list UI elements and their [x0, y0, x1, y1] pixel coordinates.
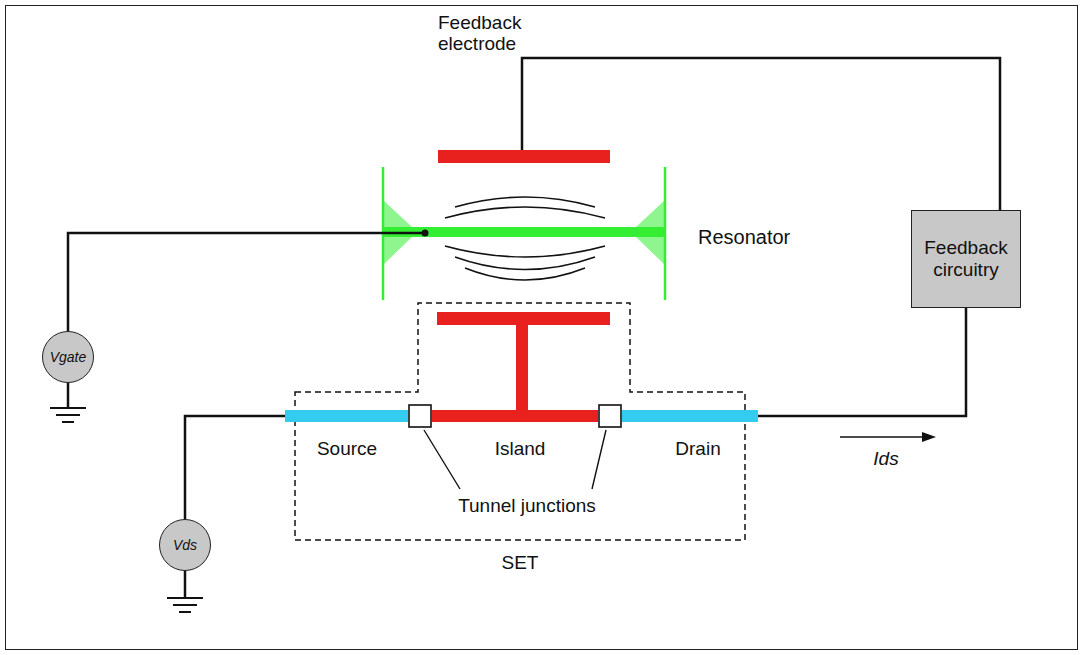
current-arrow — [840, 436, 925, 438]
source-wire — [185, 416, 285, 519]
vibration-lines — [445, 197, 605, 280]
ground-line — [179, 611, 191, 613]
island-gate-plate — [437, 312, 610, 325]
ground-line — [173, 604, 197, 606]
voltage-source: Vds — [159, 519, 211, 571]
part-label: Drain — [675, 438, 720, 459]
island-bar — [432, 410, 598, 422]
node-text: Feedback circuitry — [921, 237, 1011, 281]
part-label: Resonator — [698, 226, 790, 248]
vibration-line — [455, 257, 595, 270]
drain-lead — [622, 410, 758, 422]
ground-line — [167, 597, 203, 599]
part-label: SET — [502, 552, 539, 573]
feedback-wire — [522, 58, 1000, 210]
gate-wire — [68, 233, 425, 331]
ground-symbol — [50, 408, 86, 422]
vibration-line — [445, 246, 605, 257]
junction-dot — [422, 230, 429, 237]
part-label: Feedback electrode — [438, 12, 538, 55]
source-lead — [285, 410, 408, 422]
ground-line — [56, 414, 80, 416]
arrowhead — [922, 432, 936, 442]
part-label: Source — [317, 438, 377, 459]
vibration-line — [465, 268, 585, 280]
drain-wire — [758, 308, 966, 416]
leader-line — [424, 430, 460, 489]
voltage-source: Vgate — [42, 331, 94, 383]
vibration-line — [445, 207, 605, 218]
ground-line — [62, 421, 74, 423]
tunnel-junction — [599, 405, 621, 427]
resonator — [383, 167, 665, 300]
ground-symbol — [167, 598, 203, 612]
node-text: Vgate — [50, 349, 87, 365]
frame — [6, 6, 1078, 650]
part-label: Island — [495, 438, 546, 459]
resonator-beam — [383, 227, 665, 237]
part-label: Tunnel junctions — [458, 495, 596, 516]
process-box: Feedback circuitry — [911, 210, 1021, 308]
ground-line — [50, 407, 86, 409]
island-stem — [516, 325, 528, 413]
tunnel-junction — [409, 405, 431, 427]
signal-label: Ids — [873, 448, 898, 469]
feedback-electrode — [438, 150, 610, 163]
leader-line — [592, 430, 606, 489]
node-text: Vds — [173, 537, 197, 553]
vibration-line — [455, 197, 595, 207]
ground-wire — [67, 383, 70, 408]
ground-wire — [184, 571, 187, 598]
